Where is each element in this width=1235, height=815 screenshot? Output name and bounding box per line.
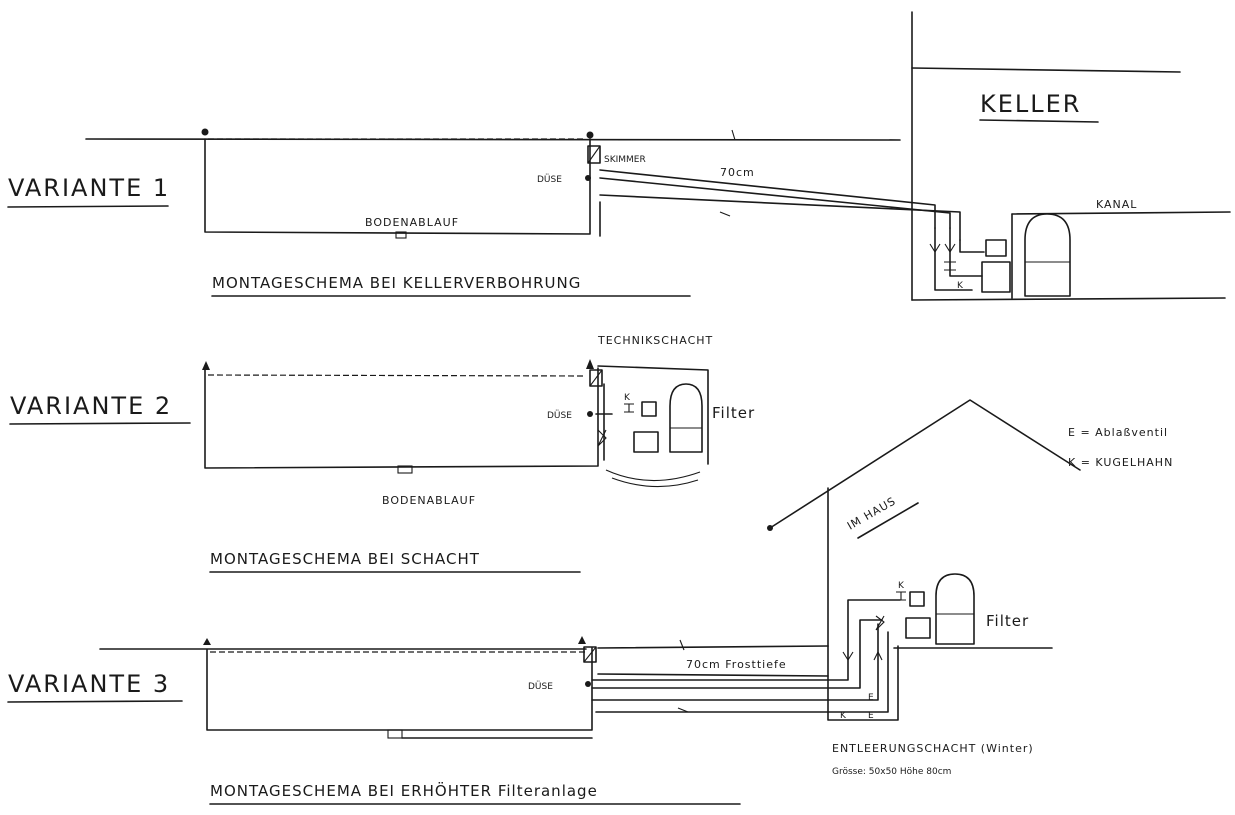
technikschacht-box (597, 365, 709, 465)
filter-tank-v3 (935, 573, 975, 645)
filter-label-v2: Filter (712, 404, 755, 422)
pool-v1 (204, 138, 591, 235)
skimmer-v1 (587, 145, 601, 164)
variante-2-section: VARIANTE 2 TECHNIKSCHACHT DÜSE K Filter … (9, 334, 755, 573)
duese-label-v2: DÜSE (547, 410, 572, 421)
e-label-mid-v3: E (868, 693, 874, 703)
legend-e: E = Ablaßventil (1068, 426, 1168, 439)
kanal-label: KANAL (1096, 198, 1137, 211)
skimmer-v2 (589, 369, 603, 387)
duese-label-v1: DÜSE (537, 174, 562, 185)
entleerungschacht-box (827, 645, 899, 721)
caption-v2: MONTAGESCHEMA BEI SCHACHT (210, 550, 480, 568)
entleerungschacht-label: ENTLEERUNGSCHACHT (Winter) (832, 742, 1034, 755)
k-label-top-v3: K (898, 581, 905, 591)
variante-1-label: VARIANTE 1 (8, 174, 170, 202)
distance-label-v1: 70cm (720, 166, 755, 179)
house-outline: IM HAUS (767, 399, 1081, 649)
caption-v3: MONTAGESCHEMA BEI ERHÖHTER Filteranlage (210, 781, 598, 800)
variante-3-section: VARIANTE 3 DÜSE 70cm Frosttiefe K E E K (7, 573, 1034, 805)
k-label-bottom-v3: K (840, 711, 847, 721)
distance-label-v3: 70cm Frosttiefe (686, 658, 787, 671)
technikschacht-label: TECHNIKSCHACHT (597, 334, 713, 347)
bodenablauf-label-v2: BODENABLAUF (382, 494, 476, 507)
variante-1-section: VARIANTE 1 SKIMMER DÜSE 70cm BODENABLAUF… (7, 128, 961, 297)
variante-2-label: VARIANTE 2 (10, 392, 172, 420)
keller-building: KELLER KANAL K (911, 11, 1231, 301)
filter-label-v3: Filter (986, 612, 1029, 630)
k-label-v2: K (624, 393, 631, 403)
keller-title: KELLER (980, 90, 1081, 118)
pump-keller (981, 261, 1011, 293)
groesse-label: Grösse: 50x50 Höhe 80cm (832, 767, 951, 777)
valve-block-keller (985, 239, 1007, 257)
duese-label-v3: DÜSE (528, 681, 553, 692)
variante-3-label: VARIANTE 3 (8, 670, 170, 698)
skimmer-label-v1: SKIMMER (604, 155, 646, 165)
caption-v1: MONTAGESCHEMA BEI KELLERVERBOHRUNG (212, 274, 581, 292)
filter-tank-v2 (669, 383, 703, 453)
im-haus-label: IM HAUS (845, 494, 898, 532)
pool-v2 (204, 367, 599, 469)
legend: E = Ablaßventil K = KUGELHAHN (1068, 426, 1173, 469)
bodenablauf-label-v1: BODENABLAUF (365, 216, 459, 229)
skimmer-v3 (583, 646, 597, 663)
e-label-bottom-v3: E (868, 711, 874, 721)
filter-tank-keller (1024, 213, 1071, 297)
legend-k: K = KUGELHAHN (1068, 456, 1173, 469)
k-label-keller: K (957, 281, 964, 291)
